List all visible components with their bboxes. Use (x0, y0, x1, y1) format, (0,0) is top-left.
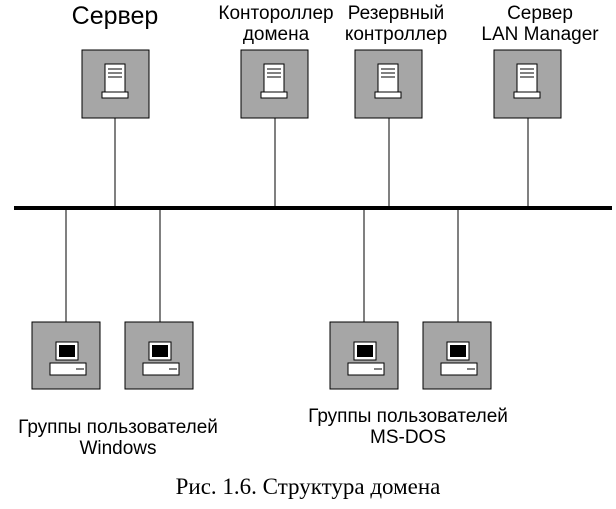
server-tower-icon (513, 63, 541, 99)
msdos-group-label: Группы пользователей MS-DOS (290, 406, 526, 449)
backup-controller-label: Резервный контроллер (336, 3, 456, 46)
server-node (81, 49, 150, 119)
group-label-line: Windows (79, 438, 157, 460)
lan-manager-server-label: Сервер LAN Manager (475, 3, 605, 46)
server-label: Сервер (60, 2, 170, 30)
windows-group-label: Группы пользователей Windows (0, 417, 236, 460)
server-node (240, 49, 309, 119)
desktop-computer-icon (440, 341, 478, 376)
workstation-node (124, 321, 194, 390)
server-label-line: LAN Manager (481, 24, 599, 46)
server-label-line: домена (242, 24, 310, 46)
workstation-node (329, 321, 399, 390)
workstation-node (422, 321, 492, 390)
domain-controller-label: Контороллер домена (196, 3, 356, 46)
server-label-line: Резервный (347, 3, 445, 24)
server-tower-icon (374, 63, 402, 99)
server-tower-icon (101, 63, 129, 99)
figure-caption: Рис. 1.6. Структура домена (175, 474, 441, 499)
server-label-line: Сервер (71, 2, 159, 30)
server-label-line: Контороллер (218, 3, 334, 24)
workstation-node (31, 321, 101, 390)
group-label-line: Группы пользователей (308, 406, 508, 427)
server-label-line: Сервер (507, 3, 573, 24)
server-tower-icon (260, 63, 288, 99)
server-node (354, 49, 423, 119)
server-label-line: контроллер (344, 24, 448, 46)
group-label-line: Группы пользователей (18, 417, 218, 438)
desktop-computer-icon (347, 341, 385, 376)
desktop-computer-icon (142, 341, 180, 376)
group-label-line: MS-DOS (370, 427, 446, 449)
desktop-computer-icon (49, 341, 87, 376)
server-node (493, 49, 562, 119)
